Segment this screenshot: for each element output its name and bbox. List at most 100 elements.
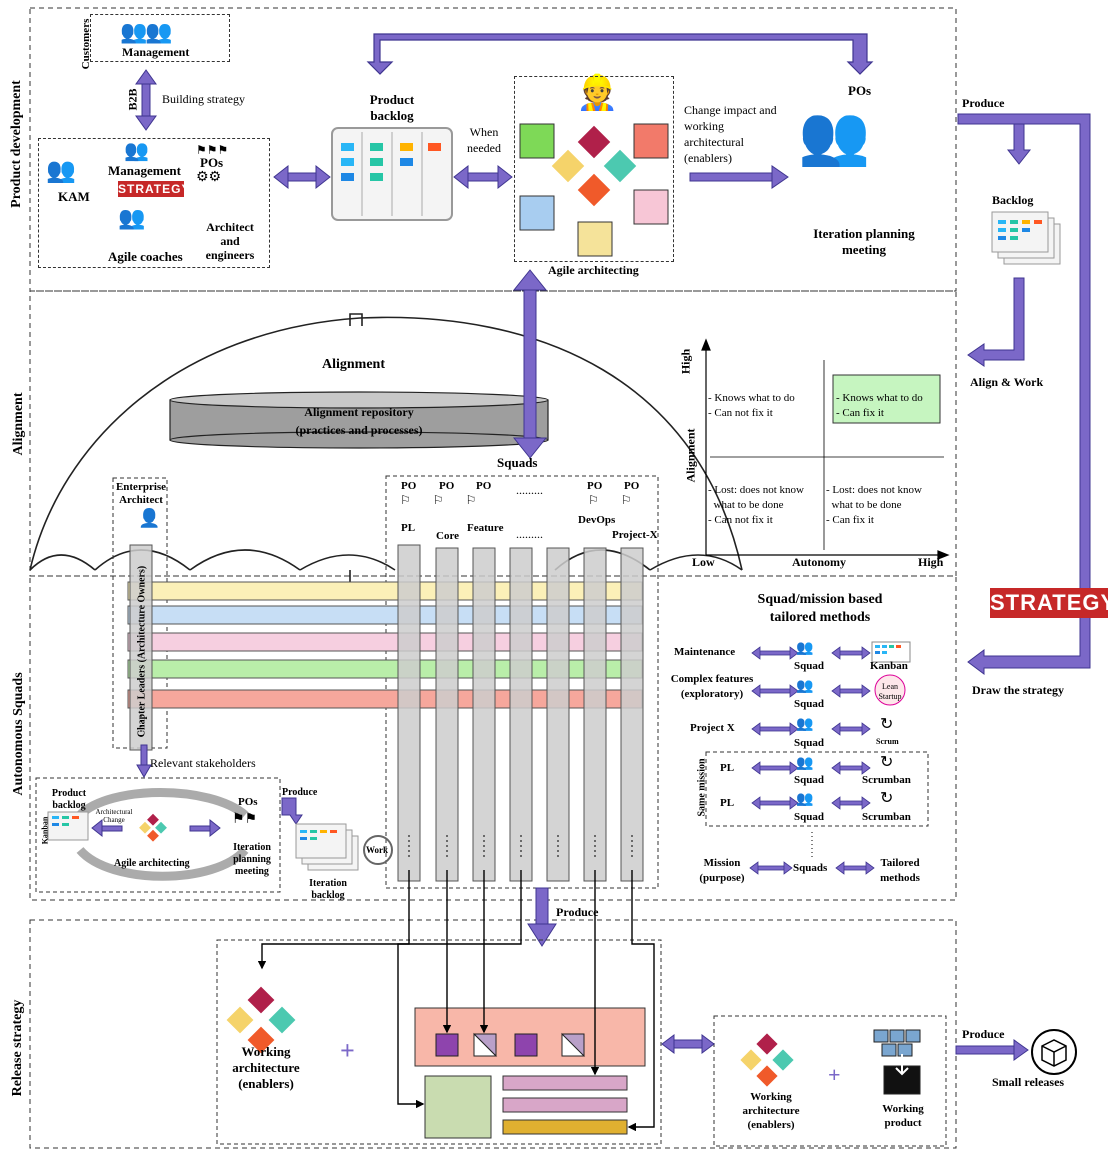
section-title-autonomous-squads: Autonomous Squads: [11, 659, 27, 809]
quadrant-tl-2: - Can not fix it: [708, 407, 773, 420]
po-icon-lower: ⚑⚑: [232, 812, 257, 826]
puzzle-lower: [139, 813, 168, 842]
method-row-3-squad: Squad: [794, 737, 824, 750]
arrow-backlog-architecting: [454, 166, 512, 188]
methods-title-2: tailored methods: [720, 610, 920, 626]
building-strategy-label: Building strategy: [162, 93, 245, 107]
squads-title: Squads: [497, 456, 537, 471]
arrow-org-backlog: [274, 166, 330, 188]
quadrant-br-1: - Lost: does not know: [826, 484, 922, 497]
kanban-method-icon: [872, 642, 910, 662]
method-row-4-squad: Squad: [794, 774, 824, 787]
enterprise-architect-icon: 👤: [138, 510, 160, 528]
squad-label-core: Core: [436, 530, 459, 543]
customers-management-label: Management: [122, 46, 189, 60]
method-row-3-method: Scrum: [876, 737, 899, 746]
change-impact-label: Change impact and working architectural …: [684, 102, 778, 166]
release-bar-3: [503, 1120, 627, 1134]
agile-coaches-label: Agile coaches: [108, 250, 183, 265]
quadrant-br-2: what to be done: [826, 499, 901, 512]
po-label-3: PO: [476, 480, 491, 493]
method-row-2-mission: Complex features (exploratory): [670, 672, 754, 702]
arrow-release-produce: [956, 1040, 1028, 1060]
agile-architecting-box: [514, 76, 674, 262]
customers-label: Customers: [80, 14, 92, 74]
section-title-release-strategy: Release strategy: [10, 988, 26, 1108]
method-row-4-mission: PL: [720, 762, 734, 775]
relevant-stakeholders-label: Relevant stakeholders: [150, 757, 256, 771]
when-needed-label: When needed: [458, 124, 510, 156]
release-produce-label: Produce: [962, 1028, 1004, 1042]
method-row-5-method: Scrumban: [862, 811, 911, 824]
po-label-5: PO: [624, 480, 639, 493]
squad-label-project-x: Project-X: [612, 529, 658, 542]
method-row-5-mission: PL: [720, 797, 734, 810]
method-row-4-method: Scrumban: [862, 774, 911, 787]
product-backlog-label: Product backlog: [356, 92, 428, 124]
quadrant-autonomy: Autonomy: [792, 556, 846, 570]
method-row-1-squad: Squad: [794, 660, 824, 673]
b2b-label: B2B: [126, 85, 141, 115]
lower-pos-label: POs: [238, 796, 258, 809]
release-bar-2: [503, 1098, 627, 1112]
produce-label-top: Produce: [962, 97, 1004, 111]
working-product-icon: [874, 1030, 920, 1094]
release-square-1: [436, 1034, 458, 1056]
chapter-leaders-label: Chapter Leaders (Architecture Owners): [137, 562, 148, 742]
small-releases-label: Small releases: [992, 1076, 1064, 1090]
scrum-icon: ↻: [880, 716, 893, 732]
iteration-backlog-label: Iteration backlog: [296, 878, 360, 902]
legend-mission: Mission (purpose): [692, 856, 752, 886]
draw-strategy-label: Draw the strategy: [972, 684, 1064, 698]
dots-label-1: .........: [516, 484, 543, 498]
quadrant-tl-1: - Knows what to do: [708, 392, 795, 405]
arrow-architecting-planning: [690, 166, 788, 188]
release-green-block: [425, 1076, 491, 1138]
lower-kanban-label: Kanban: [41, 816, 50, 846]
strategy-badge-large: STRATEGY: [990, 588, 1108, 618]
po-icons-right: ⚐⚐: [588, 494, 654, 506]
squad-icon-2: 👥: [796, 679, 813, 693]
working-architecture-label: Working architecture (enablers): [224, 1044, 308, 1092]
iteration-planning-icon: 👥: [798, 106, 870, 164]
iteration-planning-label: Iteration planning meeting: [804, 226, 924, 258]
quadrant-bl-2: what to be done: [708, 499, 783, 512]
section-title-alignment: Alignment: [11, 379, 27, 469]
po-label-1: PO: [401, 480, 416, 493]
release-plus-1: +: [340, 1036, 355, 1066]
scrumban-icon-2: ↻: [880, 790, 893, 806]
enterprise-architect-label: Enterprise Architect: [112, 481, 170, 507]
alignment-repository-line2: (practices and processes): [240, 424, 478, 438]
squad-icon-4: 👥: [796, 756, 813, 770]
quadrant-tr-2: - Can fix it: [836, 407, 884, 420]
kam-label: KAM: [58, 190, 90, 205]
quadrant-tr-1: - Knows what to do: [836, 392, 923, 405]
methods-title-1: Squad/mission based: [720, 592, 920, 608]
squad-icon-3: 👥: [796, 717, 813, 731]
quadrant-low: Low: [692, 556, 715, 570]
produce-down-label: Produce: [556, 906, 598, 920]
squad-icon-5: 👥: [796, 792, 813, 806]
method-row-3-mission: Project X: [690, 722, 735, 735]
working-architecture-label-2: Working architecture (enablers): [736, 1090, 806, 1132]
architectural-change-label: Architectural Change: [94, 808, 134, 824]
lower-produce-label: Produce: [282, 787, 317, 799]
quadrant-high-y: High: [679, 344, 694, 380]
scrumban-icon-1: ↻: [880, 754, 893, 770]
squad-label-pl: PL: [401, 522, 415, 535]
po-label-4: PO: [587, 480, 602, 493]
quadrant-high-x: High: [918, 556, 943, 570]
squad-label-feature: Feature: [467, 522, 503, 535]
backlog-stack: [992, 212, 1060, 264]
alignment-title: Alignment: [322, 357, 385, 373]
puzzle-release-2: [740, 1033, 795, 1088]
po-icons: ⚐⚐⚐: [400, 494, 498, 506]
method-row-5-squad: Squad: [794, 811, 824, 824]
architect-engineers-label: Architect and engineers: [200, 220, 260, 262]
quadrant-br-3: - Can fix it: [826, 514, 874, 527]
pos-planning-label: POs: [848, 84, 871, 99]
mini-kanban: [48, 812, 88, 840]
method-row-1-mission: Maintenance: [674, 646, 735, 659]
section-title-product-development: Product development: [9, 69, 25, 219]
